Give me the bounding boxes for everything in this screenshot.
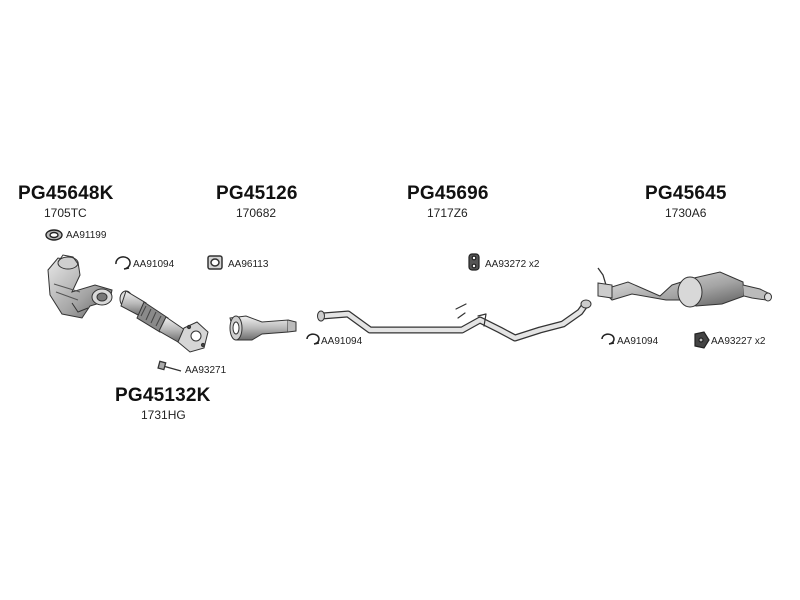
accessory-label-clamp: AA91094 [617, 336, 659, 347]
accessory-label-rubber-mount: AA93272 x2 [485, 259, 540, 270]
bolt-icon [157, 360, 182, 372]
part-code-rear-silencer: PG45645 [645, 183, 727, 204]
part-code-middle-pipe: PG45696 [407, 183, 489, 204]
clamp-icon [306, 333, 320, 345]
accessory-label-clamp: AA91094 [133, 259, 175, 270]
clamp-icon [115, 256, 131, 270]
front-pipe-drawing [119, 290, 209, 353]
accessory-label-clamp: AA91094 [321, 336, 363, 347]
oem-ref-middle-pipe: 1717Z6 [427, 206, 468, 220]
part-code-catalyst: PG45648K [18, 183, 114, 204]
rubber-mount-icon [468, 253, 480, 271]
rear-silencer-drawing [597, 267, 772, 308]
accessory-label-bolt: AA93271 [185, 365, 227, 376]
accessory-label-gasket: AA91199 [66, 230, 107, 241]
seal-ring-icon [207, 255, 223, 270]
accessory-label-seal: AA96113 [228, 259, 269, 270]
rubber-mount-icon [694, 331, 710, 349]
catalyst-drawing [47, 254, 113, 319]
oem-ref-rear-silencer: 1730A6 [665, 206, 707, 220]
part-code-front-pipe: PG45132K [115, 385, 211, 406]
oem-ref-catalyst: 1705TC [44, 206, 87, 220]
clamp-icon [601, 333, 615, 345]
gasket-icon [45, 229, 63, 241]
particulate-filter-drawing [229, 315, 297, 341]
part-code-particulate-filter: PG45126 [216, 183, 298, 204]
middle-pipe-drawing [317, 299, 592, 342]
accessory-label-rubber-mount: AA93227 x2 [711, 336, 766, 347]
oem-ref-front-pipe: 1731HG [141, 408, 186, 422]
oem-ref-particulate-filter: 170682 [236, 206, 277, 220]
